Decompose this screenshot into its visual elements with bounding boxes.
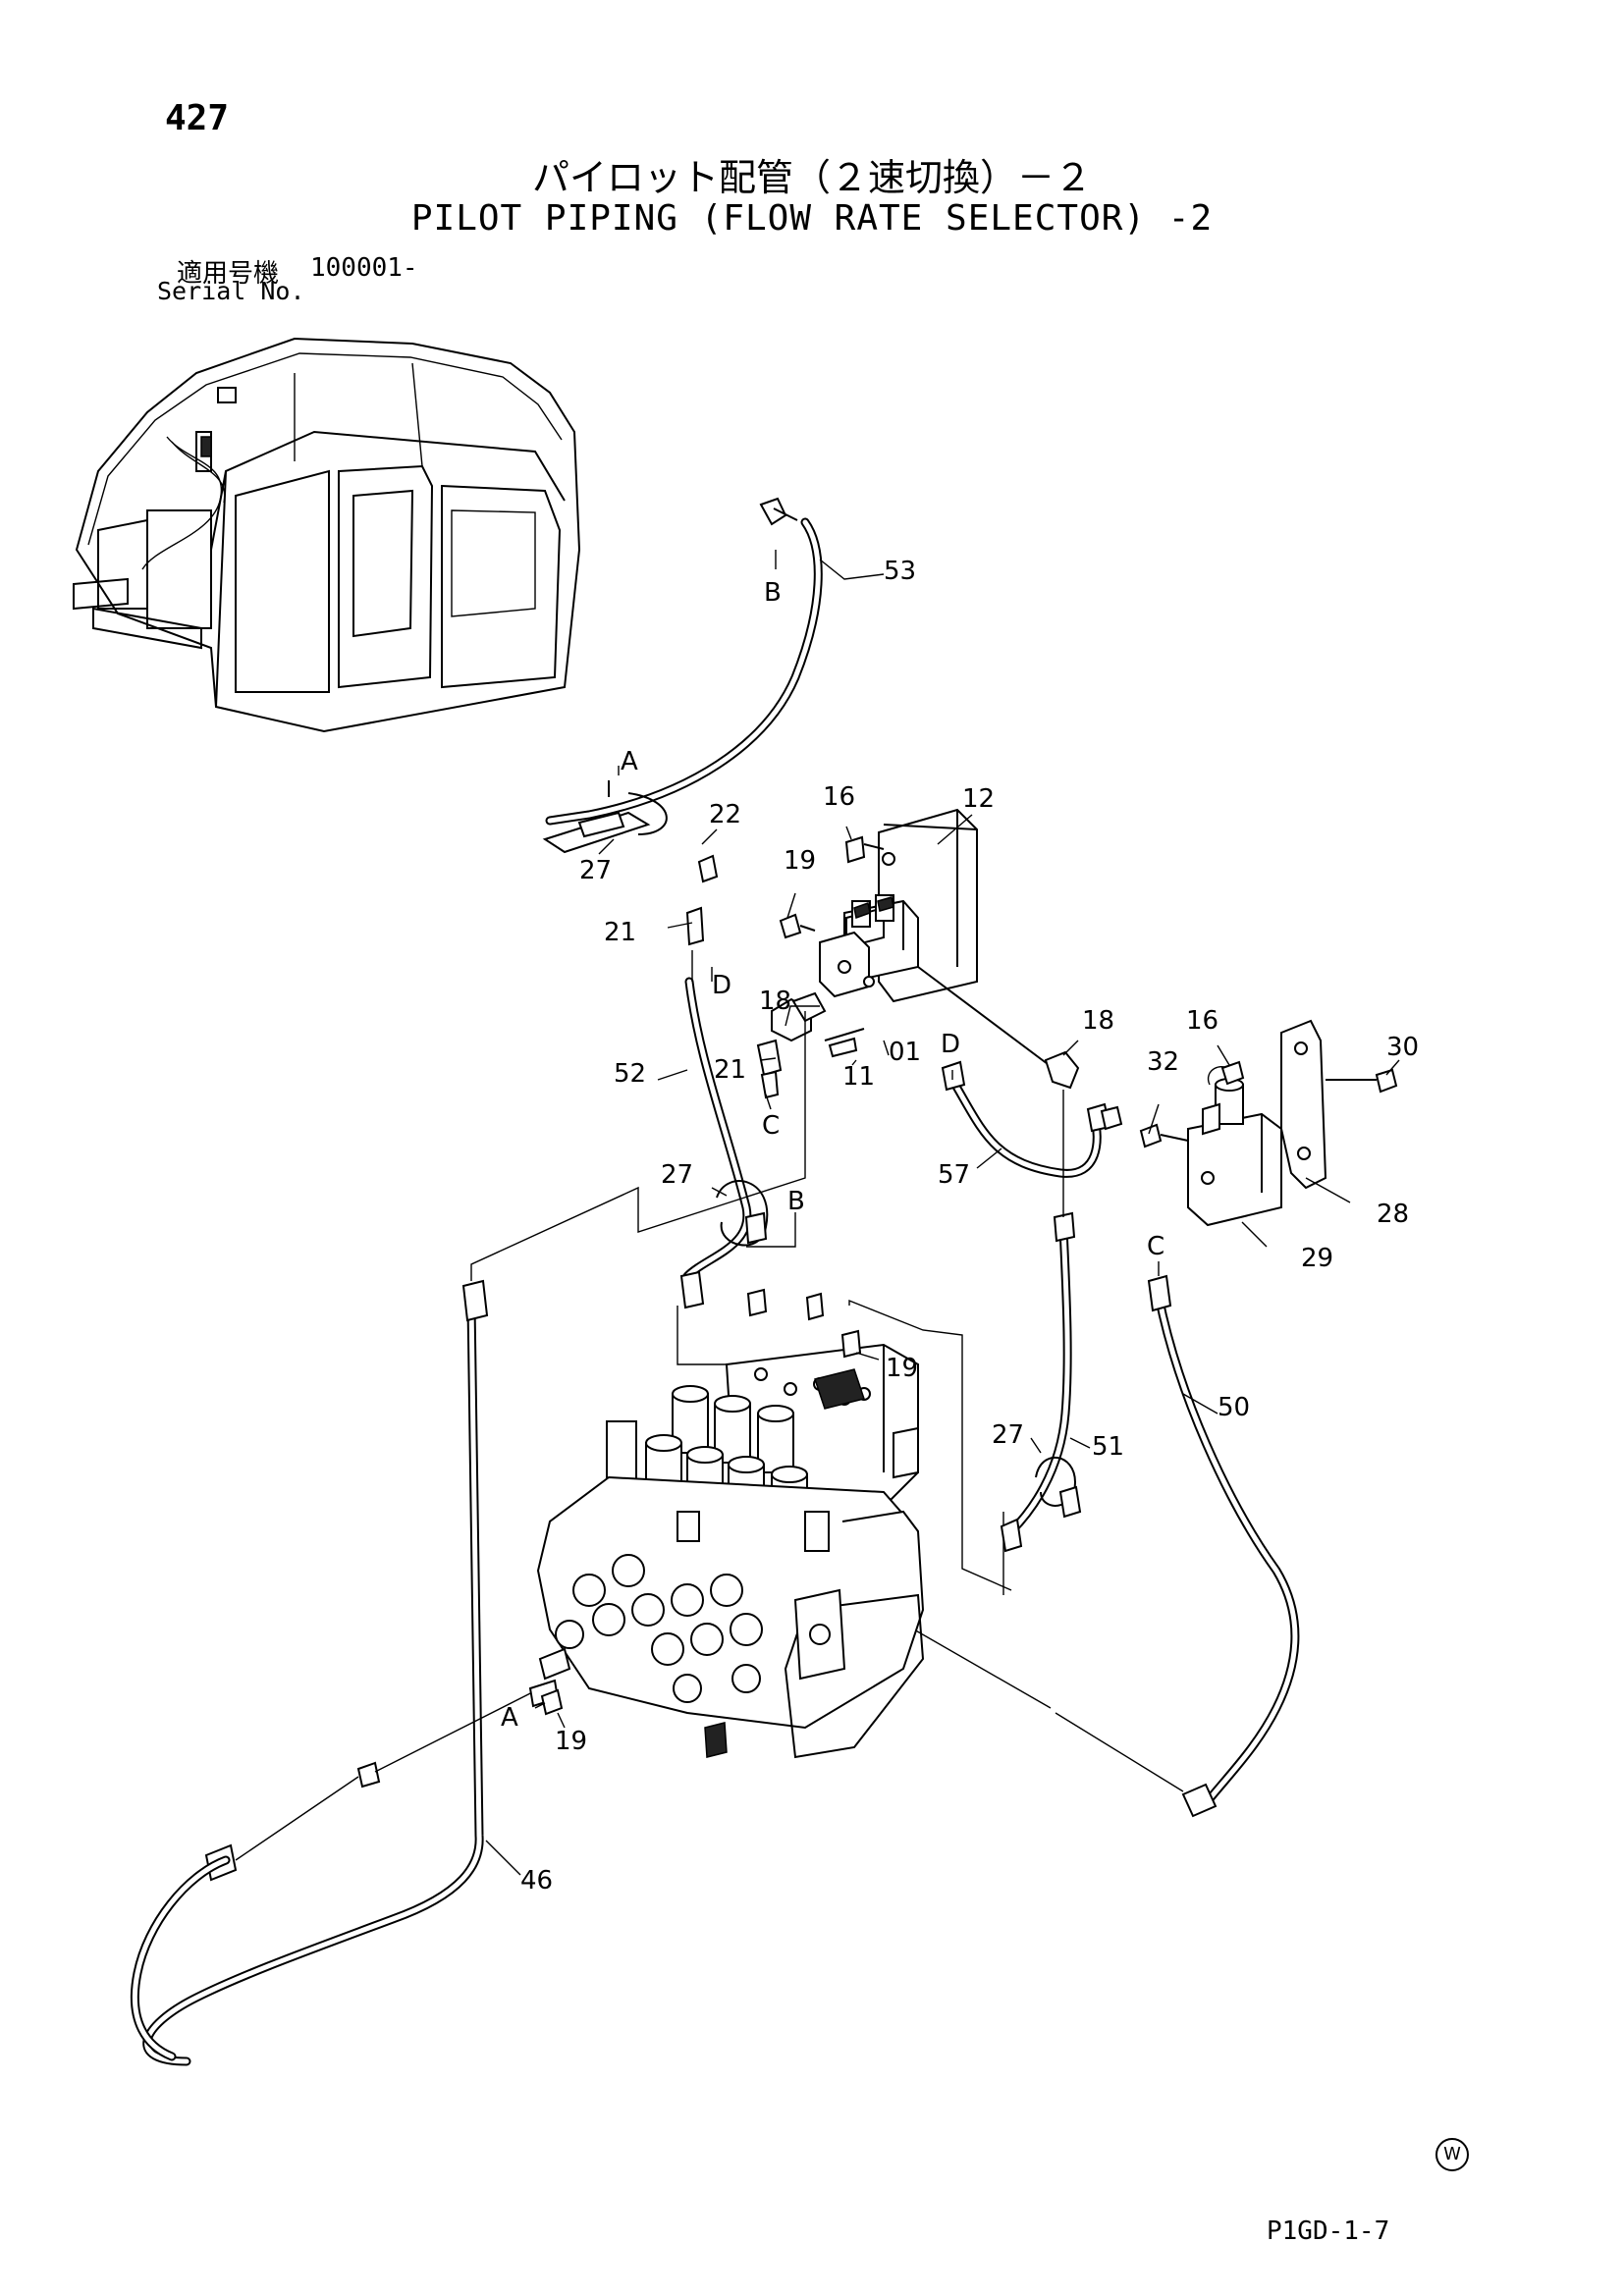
page-number: 427 xyxy=(165,98,230,138)
callout-19-lower: 19 xyxy=(555,1727,587,1756)
callout-53: 53 xyxy=(884,557,916,586)
callout-57: 57 xyxy=(938,1160,970,1190)
serial-label-japanese: 適用号機 xyxy=(177,259,280,289)
watermark-logo: W xyxy=(1435,2138,1469,2171)
callout-50: 50 xyxy=(1218,1393,1250,1422)
callout-19-middle: 19 xyxy=(886,1354,918,1383)
callout-21-lower: 21 xyxy=(714,1055,746,1085)
callout-labels: 53 B A 27 22 16 12 19 21 D 18 21 11 01 C… xyxy=(501,557,1419,1896)
callout-c-upper: C xyxy=(762,1111,780,1141)
callout-51: 51 xyxy=(1092,1432,1124,1462)
callout-b-lower: B xyxy=(787,1187,805,1216)
serial-number-value: 100001- xyxy=(310,253,418,283)
callout-27-upper: 27 xyxy=(579,856,612,885)
bracket-28 xyxy=(1280,1019,1327,1190)
callout-27-lower: 27 xyxy=(992,1420,1024,1450)
callout-18-right: 18 xyxy=(1082,1006,1114,1036)
callout-a-upper: A xyxy=(621,747,638,776)
hose-50 xyxy=(1147,1274,1300,1818)
callout-16-right: 16 xyxy=(1186,1006,1218,1036)
clamp-27-middle xyxy=(716,1180,769,1247)
callout-22: 22 xyxy=(709,800,741,829)
callout-32: 32 xyxy=(1147,1047,1179,1077)
callout-46: 46 xyxy=(520,1866,553,1896)
serial-label-english: Serial No. xyxy=(157,277,305,305)
callout-28: 28 xyxy=(1377,1200,1409,1229)
hose-53 xyxy=(545,497,823,826)
leader-lines xyxy=(485,550,1400,1876)
hose-51 xyxy=(1000,1090,1076,1553)
callout-29: 29 xyxy=(1301,1244,1333,1273)
clamp-27-lower xyxy=(1035,1457,1082,1519)
callout-16-left: 16 xyxy=(823,782,855,812)
callout-27-middle: 27 xyxy=(661,1160,693,1190)
callout-11: 11 xyxy=(842,1062,875,1092)
solenoid-valve-29 xyxy=(1187,1066,1282,1227)
page-title-english: PILOT PIPING (FLOW RATE SELECTOR) -2 xyxy=(410,198,1214,239)
callout-d-right: D xyxy=(941,1030,960,1059)
hose-52 xyxy=(679,950,752,1309)
valve-fittings xyxy=(685,835,1056,1099)
fitting-18-right xyxy=(1044,1050,1080,1090)
hose-46 xyxy=(130,1279,551,2066)
callout-a-lower: A xyxy=(501,1703,518,1733)
drawing-code: P1GD-1-7 xyxy=(1267,2216,1390,2246)
fittings-19 xyxy=(540,1288,862,1716)
control-valve xyxy=(528,1343,925,1759)
callout-21-upper: 21 xyxy=(604,918,636,947)
hose-57 xyxy=(941,1060,1111,1178)
callout-19-upper: 19 xyxy=(784,846,816,876)
callout-12: 12 xyxy=(962,784,995,814)
clamp-27-upper xyxy=(542,780,668,854)
callout-c-lower: C xyxy=(1147,1232,1164,1261)
bracket-12 xyxy=(883,824,978,830)
callout-18-left: 18 xyxy=(759,987,791,1016)
callout-52: 52 xyxy=(614,1059,646,1089)
callout-d-left: D xyxy=(712,971,731,1000)
excavator-cab-illustration xyxy=(73,337,581,733)
callout-30: 30 xyxy=(1386,1033,1419,1062)
callout-b-upper: B xyxy=(764,578,782,608)
solenoid-valve-assembly-01 xyxy=(819,808,978,1003)
page-title-japanese: パイロット配管（２速切換）－２ xyxy=(531,156,1092,199)
callout-01: 01 xyxy=(889,1038,921,1067)
